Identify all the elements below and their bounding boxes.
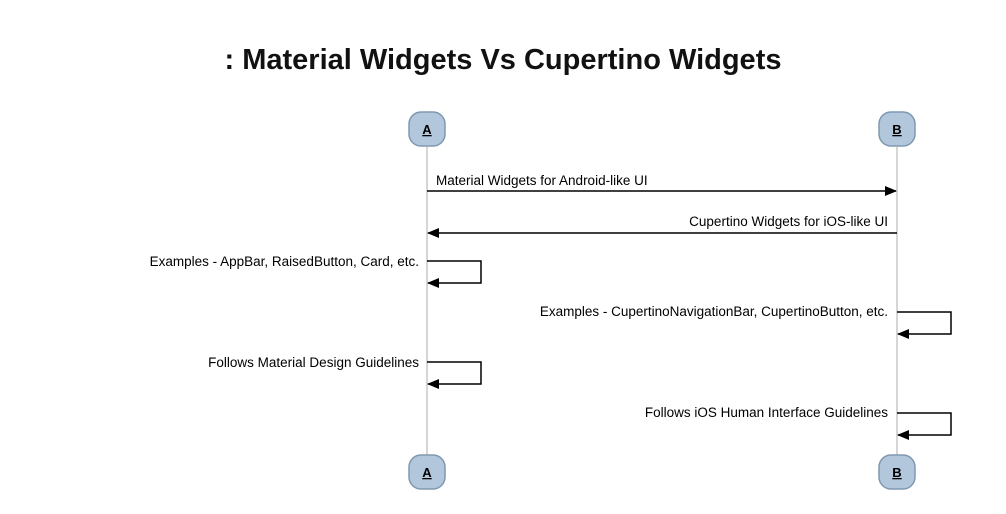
message-label: Cupertino Widgets for iOS-like UI <box>689 214 888 229</box>
self-message-a: Examples - AppBar, RaisedButton, Card, e… <box>150 254 482 288</box>
participant-b-top: B <box>878 111 916 147</box>
self-message-b: Examples - CupertinoNavigationBar, Cuper… <box>540 304 952 339</box>
message-b-to-a: Cupertino Widgets for iOS-like UI <box>427 214 897 238</box>
message-label: Follows iOS Human Interface Guidelines <box>645 405 888 420</box>
participant-a-label: A <box>422 122 432 137</box>
participant-a-bottom-label: A <box>422 465 432 480</box>
participant-b-label: B <box>892 122 901 137</box>
participant-b-bottom: B <box>878 454 916 490</box>
message-a-to-b: Material Widgets for Android-like UI <box>427 173 897 196</box>
message-label: Examples - AppBar, RaisedButton, Card, e… <box>150 254 419 269</box>
self-message-a: Follows Material Design Guidelines <box>208 355 482 389</box>
self-message-b: Follows iOS Human Interface Guidelines <box>645 405 952 440</box>
diagram-title: : Material Widgets Vs Cupertino Widgets <box>224 44 782 76</box>
participant-a-bottom: A <box>408 454 446 490</box>
message-label: Follows Material Design Guidelines <box>208 355 419 370</box>
participant-b-bottom-label: B <box>892 465 901 480</box>
message-label: Material Widgets for Android-like UI <box>436 173 648 188</box>
participant-a-top: A <box>408 111 446 147</box>
message-label: Examples - CupertinoNavigationBar, Cuper… <box>540 304 888 319</box>
